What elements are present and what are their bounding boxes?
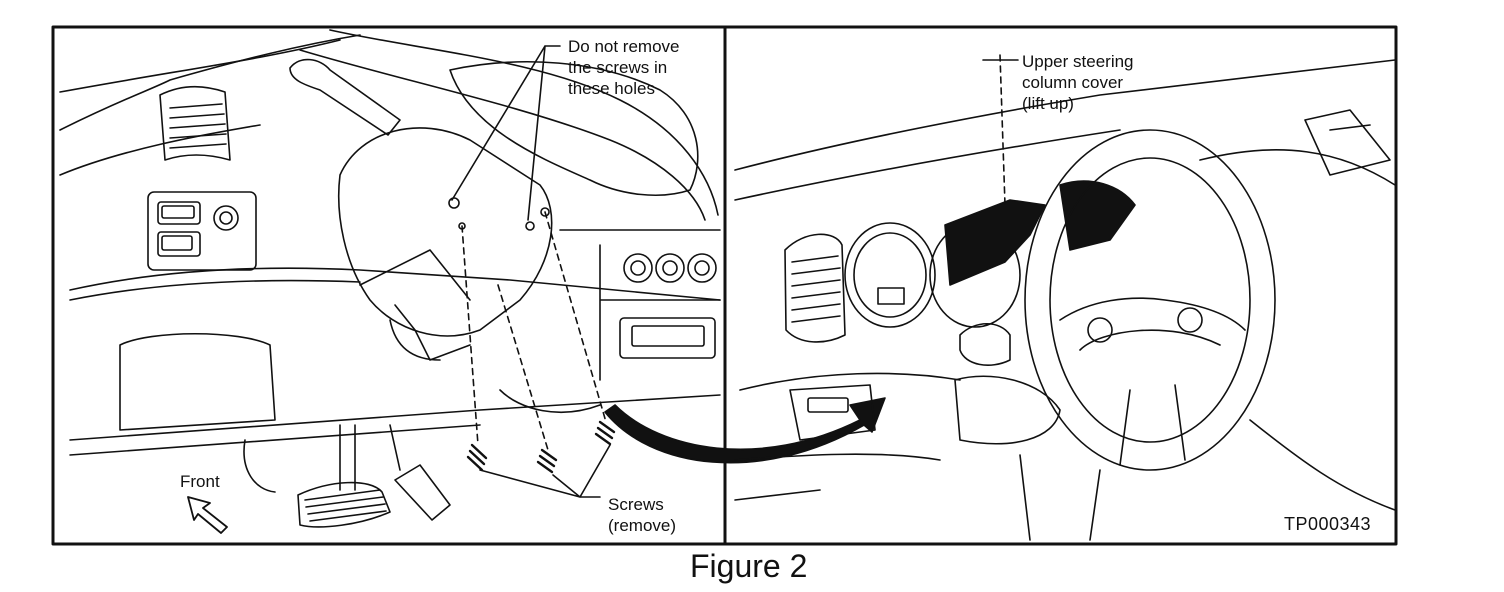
right-air-vent [784, 233, 846, 343]
screws-label-line2: (remove) [608, 516, 677, 535]
upper-column-cover [944, 199, 1046, 286]
steering-wheel [1024, 129, 1276, 471]
left-panel-drawing [59, 29, 721, 534]
screw-hole [525, 221, 535, 231]
upper-cover-label-line3: (lift up) [1022, 94, 1074, 113]
front-label: Front [180, 472, 220, 491]
screws-label-line1: Screws [608, 495, 664, 514]
do-not-remove-label-line3: these holes [568, 79, 655, 98]
brake-pedal [297, 481, 391, 528]
do-not-remove-label-line1: Do not remove [568, 37, 680, 56]
wiper-stalk [289, 58, 401, 136]
speedometer [844, 222, 936, 328]
lower-column-cover [337, 127, 553, 337]
screw [466, 443, 488, 472]
accelerator-pedal [394, 464, 451, 521]
figure-caption: Figure 2 [690, 548, 808, 584]
upper-cover-label-line2: column cover [1022, 73, 1124, 92]
screw [594, 420, 616, 446]
screw-hole [448, 197, 460, 209]
do-not-remove-label-line2: the screws in [568, 58, 668, 77]
screw [536, 448, 558, 474]
steering-wheel-rim [329, 29, 719, 216]
right-panel-drawing [734, 54, 1396, 541]
upper-cover-label-line1: Upper steering [1022, 52, 1134, 71]
screw-hole [540, 207, 550, 217]
left-air-vent [159, 85, 231, 161]
reference-code: TP000343 [1284, 514, 1372, 534]
front-arrow-icon [187, 496, 228, 534]
switch-panel [147, 191, 257, 271]
transition-arrow-icon [604, 397, 886, 464]
